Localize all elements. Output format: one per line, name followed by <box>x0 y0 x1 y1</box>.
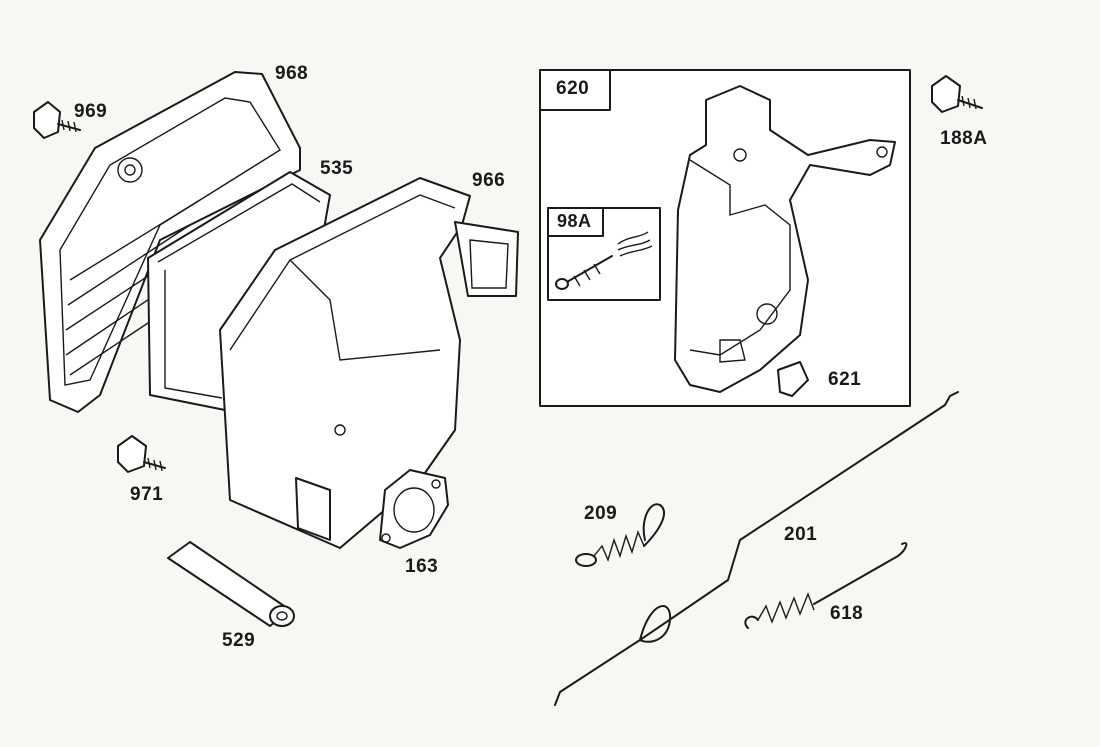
part-618-spring <box>744 542 908 629</box>
part-209-spring <box>575 503 665 567</box>
label-966: 966 <box>472 170 506 191</box>
label-529: 529 <box>222 630 256 651</box>
label-621: 621 <box>828 369 862 390</box>
part-188A-screw <box>931 75 983 113</box>
label-618: 618 <box>830 603 864 624</box>
label-163: 163 <box>405 556 439 577</box>
label-968: 968 <box>275 63 309 84</box>
part-969-screw <box>33 101 81 139</box>
part-966-cover <box>219 177 519 549</box>
label-209: 209 <box>584 503 618 524</box>
part-201-rod <box>554 391 959 706</box>
label-971: 971 <box>130 484 164 505</box>
part-529-tube <box>167 541 295 627</box>
part-968-filter-base <box>39 71 301 413</box>
part-163-gasket <box>379 469 449 549</box>
label-188A: 188A <box>940 128 988 149</box>
part-971-screw <box>117 435 166 473</box>
part-620-bracket <box>674 85 896 393</box>
label-201: 201 <box>784 524 818 545</box>
part-98A-box <box>547 207 661 301</box>
label-969: 969 <box>74 101 108 122</box>
label-98A: 98A <box>557 211 592 231</box>
part-621-clip <box>777 361 809 397</box>
label-620: 620 <box>556 78 590 99</box>
label-535: 535 <box>320 158 354 179</box>
part-535-filter-element <box>147 171 331 411</box>
